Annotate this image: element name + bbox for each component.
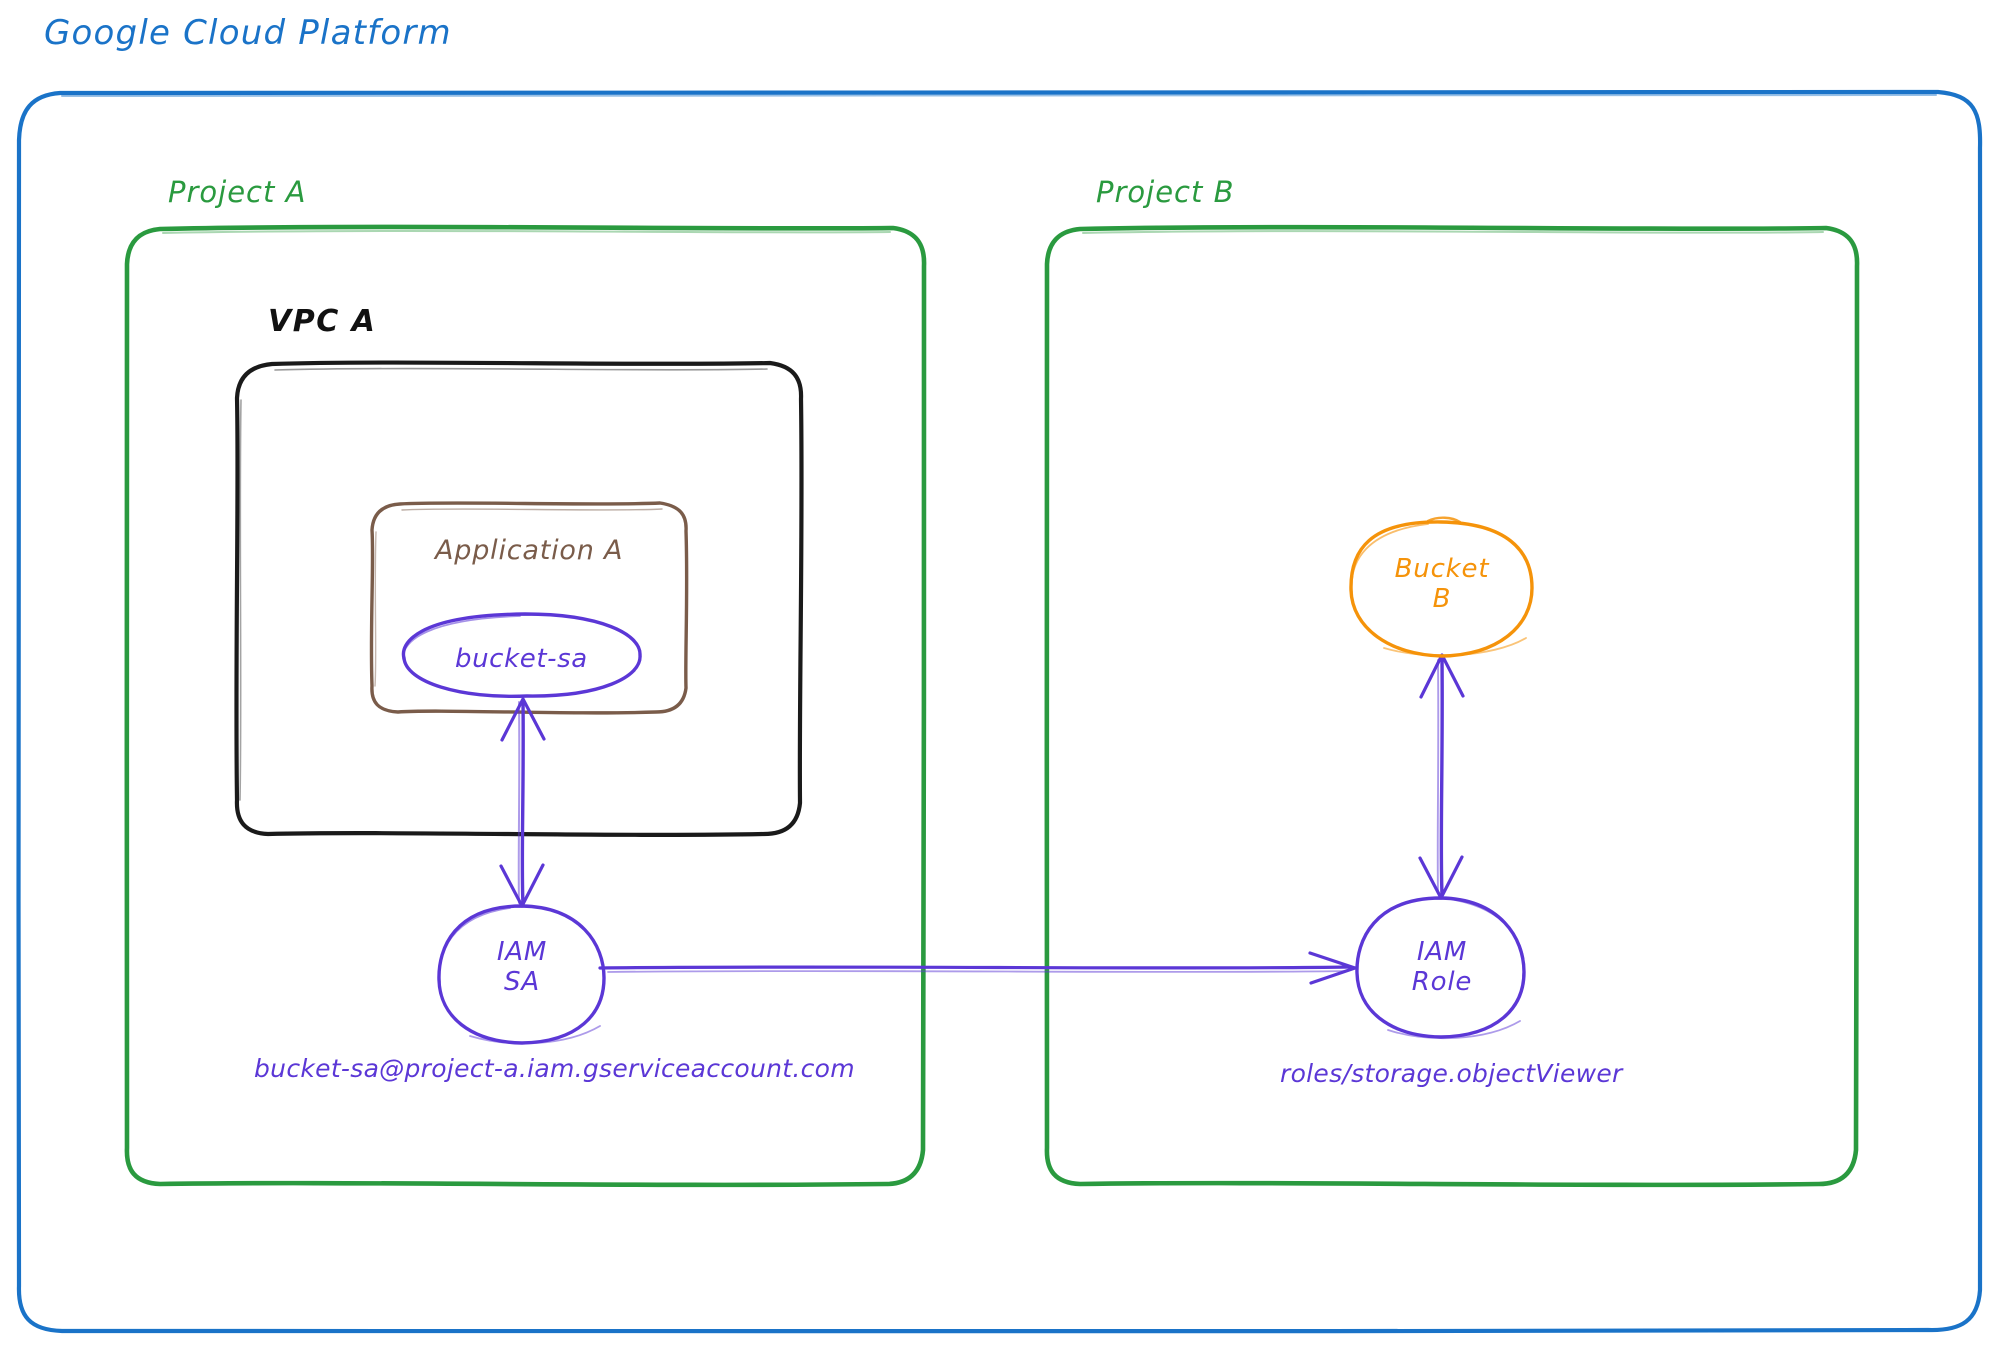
node-iam-sa-line1: IAM [496, 937, 548, 967]
vpc-a-label: VPC A [268, 304, 377, 339]
page-title: Google Cloud Platform [44, 13, 452, 53]
node-bucket-sa-label[interactable]: bucket-sa [455, 644, 588, 674]
caption-role-name: roles/storage.objectViewer [1280, 1059, 1623, 1088]
project-b-boundary [1044, 224, 1860, 1188]
edge-bucketsa-iamsa [499, 697, 546, 908]
edge-iamrole-bucketb [1418, 653, 1465, 900]
application-a-boundary [369, 501, 689, 715]
vpc-a-boundary [234, 360, 804, 837]
caption-service-account-email: bucket-sa@project-a.iam.gserviceaccount.… [254, 1054, 855, 1083]
node-bucket-b-shape[interactable] [1349, 516, 1534, 658]
node-iam-role-line1: IAM [1416, 937, 1468, 967]
project-a-boundary [124, 224, 927, 1188]
gcp-platform-boundary [16, 88, 1983, 1334]
node-bucket-b-label[interactable]: Bucket B [1386, 554, 1498, 615]
node-iam-role-line2: Role [1411, 966, 1473, 997]
node-iam-role-label[interactable]: IAM Role [1386, 937, 1498, 998]
project-a-label: Project A [168, 175, 307, 209]
node-iam-role-shape[interactable] [1355, 896, 1526, 1040]
node-iam-sa-label[interactable]: IAM SA [466, 937, 578, 998]
project-b-label: Project B [1096, 175, 1235, 209]
node-iam-sa-line2: SA [504, 966, 540, 997]
node-iam-sa-shape[interactable] [437, 904, 606, 1045]
node-bucket-b-line2: B [1432, 583, 1452, 614]
node-bucket-b-line1: Bucket [1394, 554, 1490, 584]
application-a-label: Application A [435, 535, 624, 566]
edge-iamsa-iamrole [598, 951, 1357, 985]
node-bucket-sa-shape[interactable] [401, 612, 642, 699]
